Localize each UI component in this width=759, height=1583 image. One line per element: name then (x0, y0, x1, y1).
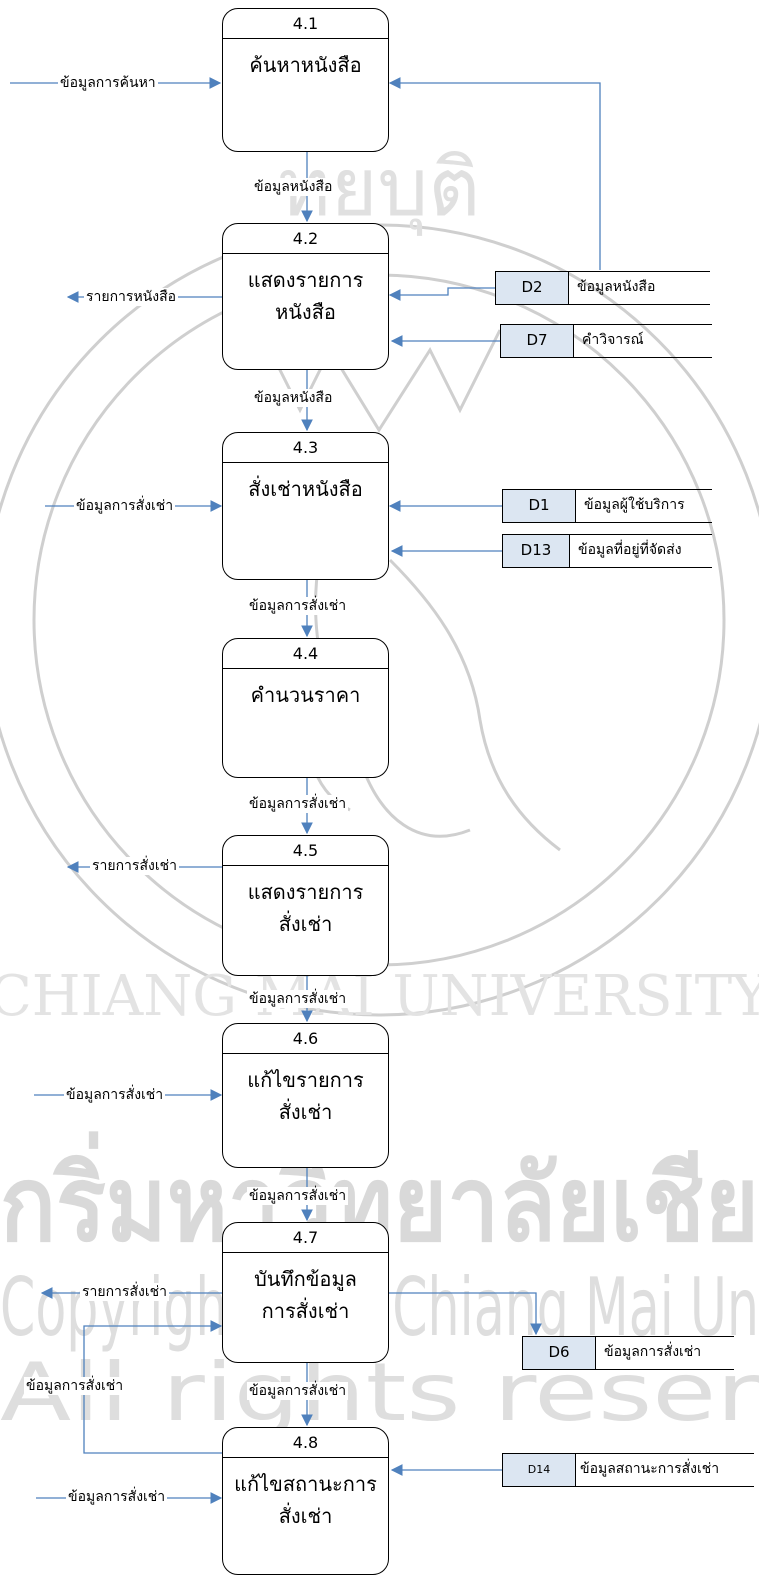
flow-arrow (388, 1292, 542, 1336)
process-id: 4.4 (223, 639, 388, 669)
flow-label: ข้อมูลการสั่งเช่า (247, 1187, 349, 1205)
process-id: 4.2 (223, 224, 388, 254)
process-name: บันทึกข้อมูล การสั่งเช่า (254, 1267, 357, 1323)
process-id: 4.8 (223, 1428, 388, 1458)
data-store-id: D6 (522, 1337, 596, 1369)
process-box: 4.5 แสดงรายการ สั่งเช่า (222, 835, 389, 976)
process-id: 4.1 (223, 9, 388, 39)
data-store-id: D14 (502, 1454, 576, 1486)
process-id: 4.3 (223, 433, 388, 463)
data-store: D6 ข้อมูลการสั่งเช่า (522, 1336, 734, 1370)
flow-label: ข้อมูลหนังสือ (252, 178, 335, 196)
data-store-name: ข้อมูลที่อยู่ที่จัดส่ง (578, 542, 682, 558)
process-name: แสดงรายการ สั่งเช่า (247, 880, 364, 936)
flow-label: ข้อมูลการสั่งเช่า (247, 1382, 349, 1400)
flow-label: ข้อมูลการสั่งเช่า (24, 1377, 126, 1395)
data-store-name: คำวิจารณ์ (582, 332, 644, 348)
data-store-name: ข้อมูลการสั่งเช่า (604, 1344, 702, 1360)
flow-label: ข้อมูลการสั่งเช่า (66, 1488, 168, 1506)
flow-label: ข้อมูลการค้นหา (58, 74, 158, 92)
flow-label: ข้อมูลการสั่งเช่า (64, 1086, 166, 1104)
data-store: D2 ข้อมูลหนังสือ (495, 271, 710, 305)
process-name: ค้นหาหนังสือ (249, 53, 362, 77)
process-box: 4.6 แก้ไขรายการ สั่งเช่า (222, 1023, 389, 1168)
flow-arrow (388, 77, 601, 270)
process-box: 4.1 ค้นหาหนังสือ (222, 8, 389, 152)
process-box: 4.8 แก้ไขสถานะการ สั่งเช่า (222, 1427, 389, 1575)
process-name: แสดงรายการ หนังสือ (247, 268, 364, 324)
watermark-line: CHIANG MAI UNIVERSITY (0, 964, 759, 1029)
data-store: D13 ข้อมูลที่อยู่ที่จัดส่ง (502, 534, 712, 568)
data-store: D1 ข้อมูลผู้ใช้บริการ (502, 489, 712, 523)
data-store-id: D13 (502, 535, 570, 567)
flow-label: ข้อมูลหนังสือ (252, 389, 335, 407)
flow-label: รายการสั่งเช่า (80, 1283, 169, 1301)
process-id: 4.6 (223, 1024, 388, 1054)
process-box: 4.7 บันทึกข้อมูล การสั่งเช่า (222, 1222, 389, 1363)
data-store: D14 ข้อมูลสถานะการสั่งเช่า (502, 1453, 754, 1487)
data-store-name: ข้อมูลหนังสือ (577, 279, 656, 295)
data-store-id: D2 (495, 272, 569, 304)
flow-arrow (388, 287, 495, 301)
process-name: คำนวนราคา (250, 683, 361, 707)
process-box: 4.3 สั่งเช่าหนังสือ (222, 432, 389, 580)
process-id: 4.7 (223, 1223, 388, 1253)
process-box: 4.2 แสดงรายการ หนังสือ (222, 223, 389, 370)
flow-label: ข้อมูลการสั่งเช่า (247, 597, 349, 615)
data-store: D7 คำวิจารณ์ (500, 324, 712, 358)
flow-label: ข้อมูลการสั่งเช่า (247, 990, 349, 1008)
data-store-name: ข้อมูลผู้ใช้บริการ (584, 497, 685, 513)
flow-label: รายการสั่งเช่า (90, 857, 179, 875)
data-store-name: ข้อมูลสถานะการสั่งเช่า (580, 1461, 720, 1477)
data-store-id: D7 (500, 325, 574, 357)
flow-label: ข้อมูลการสั่งเช่า (247, 795, 349, 813)
process-name: แก้ไขสถานะการ สั่งเช่า (234, 1472, 377, 1528)
process-name: สั่งเช่าหนังสือ (248, 477, 363, 501)
flow-label: ข้อมูลการสั่งเช่า (74, 497, 176, 515)
process-name: แก้ไขรายการ สั่งเช่า (247, 1068, 364, 1124)
data-store-id: D1 (502, 490, 576, 522)
process-id: 4.5 (223, 836, 388, 866)
process-box: 4.4 คำนวนราคา (222, 638, 389, 778)
flow-label: รายการหนังสือ (84, 288, 179, 306)
